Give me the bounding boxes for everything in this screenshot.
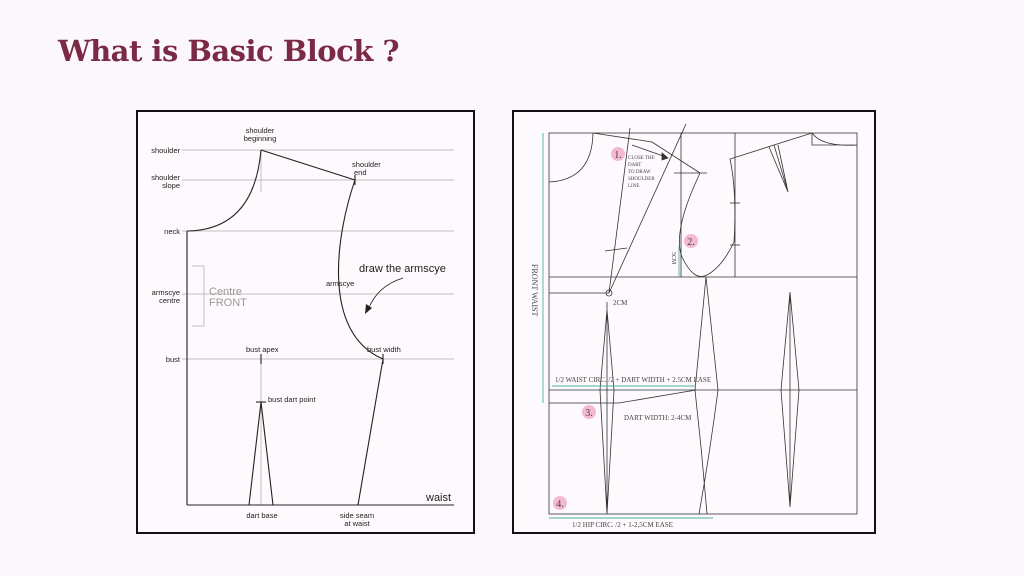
block-drawing: 1. 2. 3. 4. CLOSE THE DART TO DRAW SHOUL… bbox=[530, 123, 858, 529]
waist-formula: 1/2 WAIST CIRC. /2 + DART WIDTH + 2.5CM … bbox=[555, 376, 711, 384]
step-3: 3. bbox=[585, 408, 593, 419]
label-front: FRONT bbox=[209, 297, 247, 309]
label-armscye-centre-2: centre bbox=[159, 296, 180, 305]
label-neck: neck bbox=[164, 227, 180, 236]
step-4-marker bbox=[553, 496, 567, 510]
five-cm-label: 5CM bbox=[670, 252, 676, 265]
front-waist-label: FRONT WAIST bbox=[530, 264, 539, 316]
step-1-marker bbox=[611, 147, 625, 161]
label-side-seam: side seam bbox=[340, 511, 374, 520]
label-waist: waist bbox=[425, 492, 451, 504]
note-line: CLOSE THE bbox=[628, 156, 655, 161]
label-shoulder-slope-2: slope bbox=[162, 181, 180, 190]
page-title: What is Basic Block ? bbox=[58, 34, 399, 68]
label-shoulder-beginning: shoulder bbox=[246, 126, 275, 135]
note-line: SHOULDER bbox=[628, 177, 655, 182]
label-centre: Centre bbox=[209, 286, 242, 298]
step-4: 4. bbox=[556, 499, 564, 510]
label-side-seam-2: at waist bbox=[344, 519, 370, 528]
note-line: DART bbox=[628, 163, 641, 168]
label-bust-width: bust width bbox=[367, 345, 401, 354]
dart-width-label: DART WIDTH: 2-4CM bbox=[624, 414, 692, 422]
label-bust-dart-point: bust dart point bbox=[268, 395, 316, 404]
label-dart-base: dart base bbox=[246, 511, 277, 520]
front-block-diagram: 1. 2. 3. 4. CLOSE THE DART TO DRAW SHOUL… bbox=[512, 110, 876, 534]
label-shoulder-end: shoulder bbox=[352, 160, 381, 169]
label-shoulder: shoulder bbox=[151, 146, 180, 155]
label-bust-apex: bust apex bbox=[246, 345, 279, 354]
step-1: 1. bbox=[614, 150, 622, 161]
draw-armscye-note: draw the armscye bbox=[359, 263, 446, 275]
label-shoulder-beginning-2: beginning bbox=[244, 134, 277, 143]
front-bodice-diagram: shoulder shoulder slope neck armscye cen… bbox=[136, 110, 475, 534]
note-line: TO DRAW bbox=[628, 170, 651, 175]
label-armscye-centre: armscye bbox=[152, 288, 180, 297]
step-2-marker bbox=[684, 234, 698, 248]
hip-formula: 1/2 HIP CIRC. /2 + 1-2,5CM EASE bbox=[572, 521, 673, 529]
label-bust: bust bbox=[166, 355, 181, 364]
note-line: LINE bbox=[628, 184, 639, 189]
two-cm-label: 2CM bbox=[613, 299, 628, 307]
label-shoulder-slope: shoulder bbox=[151, 173, 180, 182]
bodice-drawing: shoulder shoulder slope neck armscye cen… bbox=[151, 126, 454, 528]
label-armscye: armscye bbox=[326, 279, 354, 288]
label-shoulder-end-2: end bbox=[354, 168, 367, 177]
step-3-marker bbox=[582, 405, 596, 419]
step-2: 2. bbox=[687, 237, 695, 248]
